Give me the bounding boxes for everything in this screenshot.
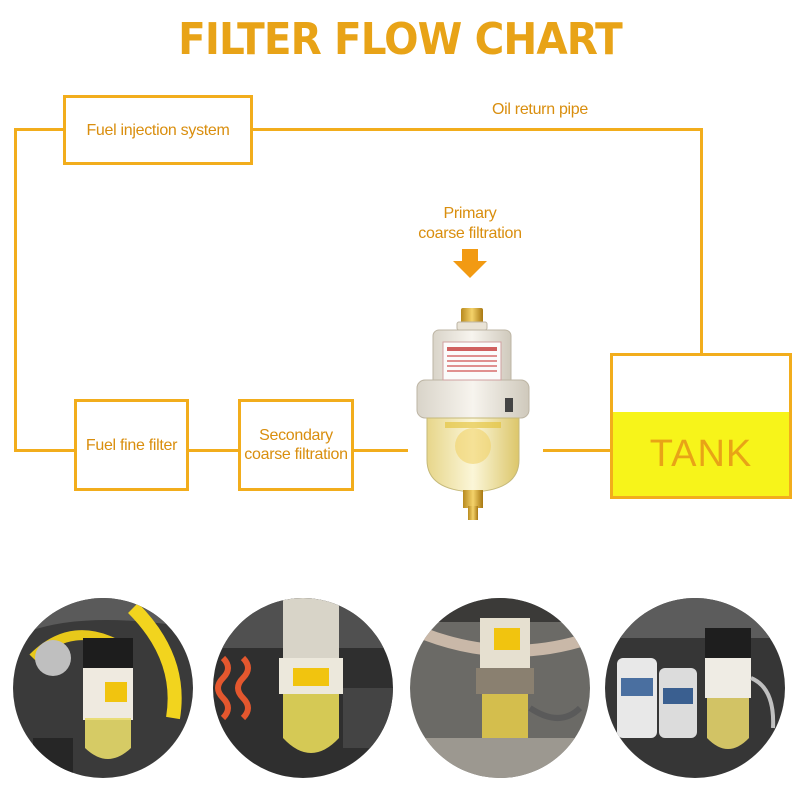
primary-coarse-filtration-label: Primary coarse filtration <box>418 205 522 242</box>
down-arrow-icon <box>453 249 487 278</box>
fuel-filter-icon <box>416 308 530 520</box>
fuel-fine-filter-label: Fuel fine filter <box>85 436 178 454</box>
installed-filter-photo-1 <box>13 598 193 778</box>
oil-return-pipe-label: Oil return pipe <box>492 101 588 118</box>
installed-filter-photo-3 <box>410 598 590 778</box>
fuel-fine-filter-box: Fuel fine filter <box>74 399 189 491</box>
secondary-label-line1: Secondary <box>259 427 333 444</box>
pipe-filter-to-tank <box>543 449 611 452</box>
pipe-fine-to-secondary <box>188 449 240 452</box>
pipe-top-left <box>14 128 66 131</box>
installed-filter-photo-4 <box>605 598 785 778</box>
fuel-injection-label: Fuel injection system <box>86 121 230 139</box>
page-title: FILTER FLOW CHART <box>178 14 623 65</box>
pipe-right-vertical <box>700 128 703 354</box>
pipe-left-vertical <box>14 128 17 452</box>
pipe-secondary-to-filter <box>352 449 408 452</box>
secondary-label-line2: coarse filtration <box>244 446 348 463</box>
fuel-injection-system-box: Fuel injection system <box>63 95 253 165</box>
installed-filter-photo-2 <box>213 598 393 778</box>
tank-box: TANK <box>610 353 792 499</box>
tank-label: TANK <box>649 432 753 475</box>
pipe-top-right <box>250 128 703 131</box>
pipe-bottom-left <box>14 449 76 452</box>
tank-fuel-fill: TANK <box>613 412 789 496</box>
secondary-coarse-filtration-box: Secondary coarse filtration <box>238 399 354 491</box>
